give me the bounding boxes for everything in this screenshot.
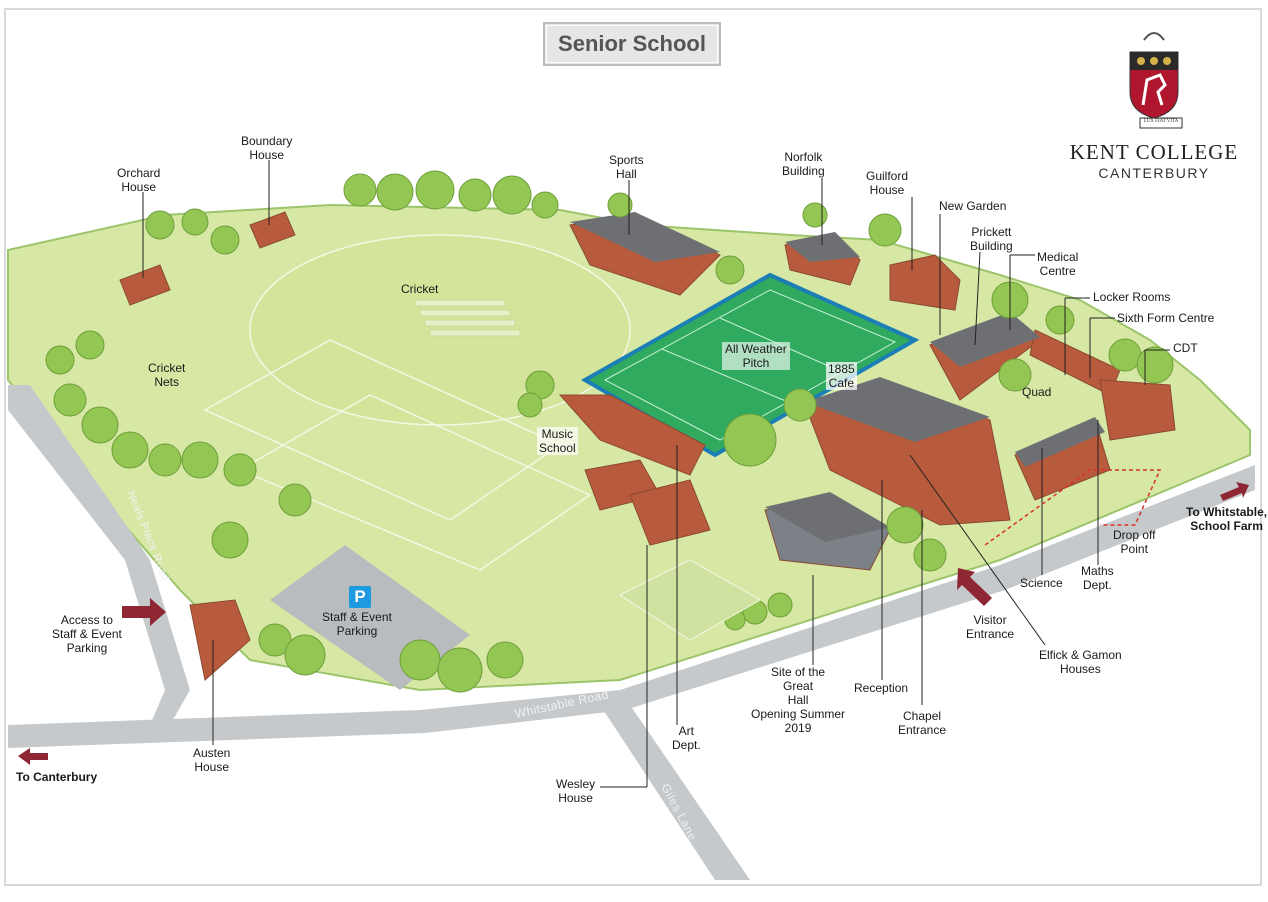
arrow-visitor-entrance (957, 568, 992, 606)
label-cdt[interactable]: CDT (1173, 341, 1198, 355)
label-reception[interactable]: Reception (854, 681, 909, 695)
college-subtitle: CANTERBURY (1098, 165, 1210, 181)
college-name: KENT COLLEGE (1069, 140, 1239, 164)
label-to-canterbury[interactable]: To Canterbury (16, 770, 98, 784)
cricket-strips (414, 299, 521, 337)
drop-off-route (984, 469, 1162, 546)
title-text: Senior School (546, 25, 718, 63)
parking-icon: P (349, 586, 371, 608)
rugby-pitch-2 (238, 394, 592, 571)
label-science[interactable]: Science (1020, 576, 1063, 590)
map-title: Senior School (543, 22, 721, 66)
college-logo: KENT COLLEGE CANTERBURY (1064, 26, 1244, 181)
arrow-access-parking (122, 598, 166, 626)
label-to-whitstable[interactable]: To Whitstable,School Farm (1186, 505, 1268, 533)
crest-icon (1129, 32, 1183, 129)
label-locker-rooms[interactable]: Locker Rooms (1093, 290, 1171, 304)
tennis-courts (618, 559, 762, 641)
arrow-to-whitstable (1220, 482, 1249, 501)
arrow-to-canterbury (18, 748, 48, 765)
crest-motto: LUX FIAT VITA (1143, 119, 1179, 124)
label-cricket[interactable]: Cricket (401, 282, 439, 296)
label-sixth-form-centre[interactable]: Sixth Form Centre (1117, 311, 1215, 325)
whitstable-road (8, 465, 1255, 748)
trees (45, 170, 1174, 693)
leader-lines (142, 160, 1170, 788)
giles-lane (600, 705, 750, 880)
direction-arrows (18, 482, 1249, 765)
roofs (570, 212, 1105, 542)
label-quad[interactable]: Quad (1022, 385, 1052, 399)
neals-place-road (8, 385, 190, 725)
label-new-garden[interactable]: New Garden (939, 199, 1007, 213)
